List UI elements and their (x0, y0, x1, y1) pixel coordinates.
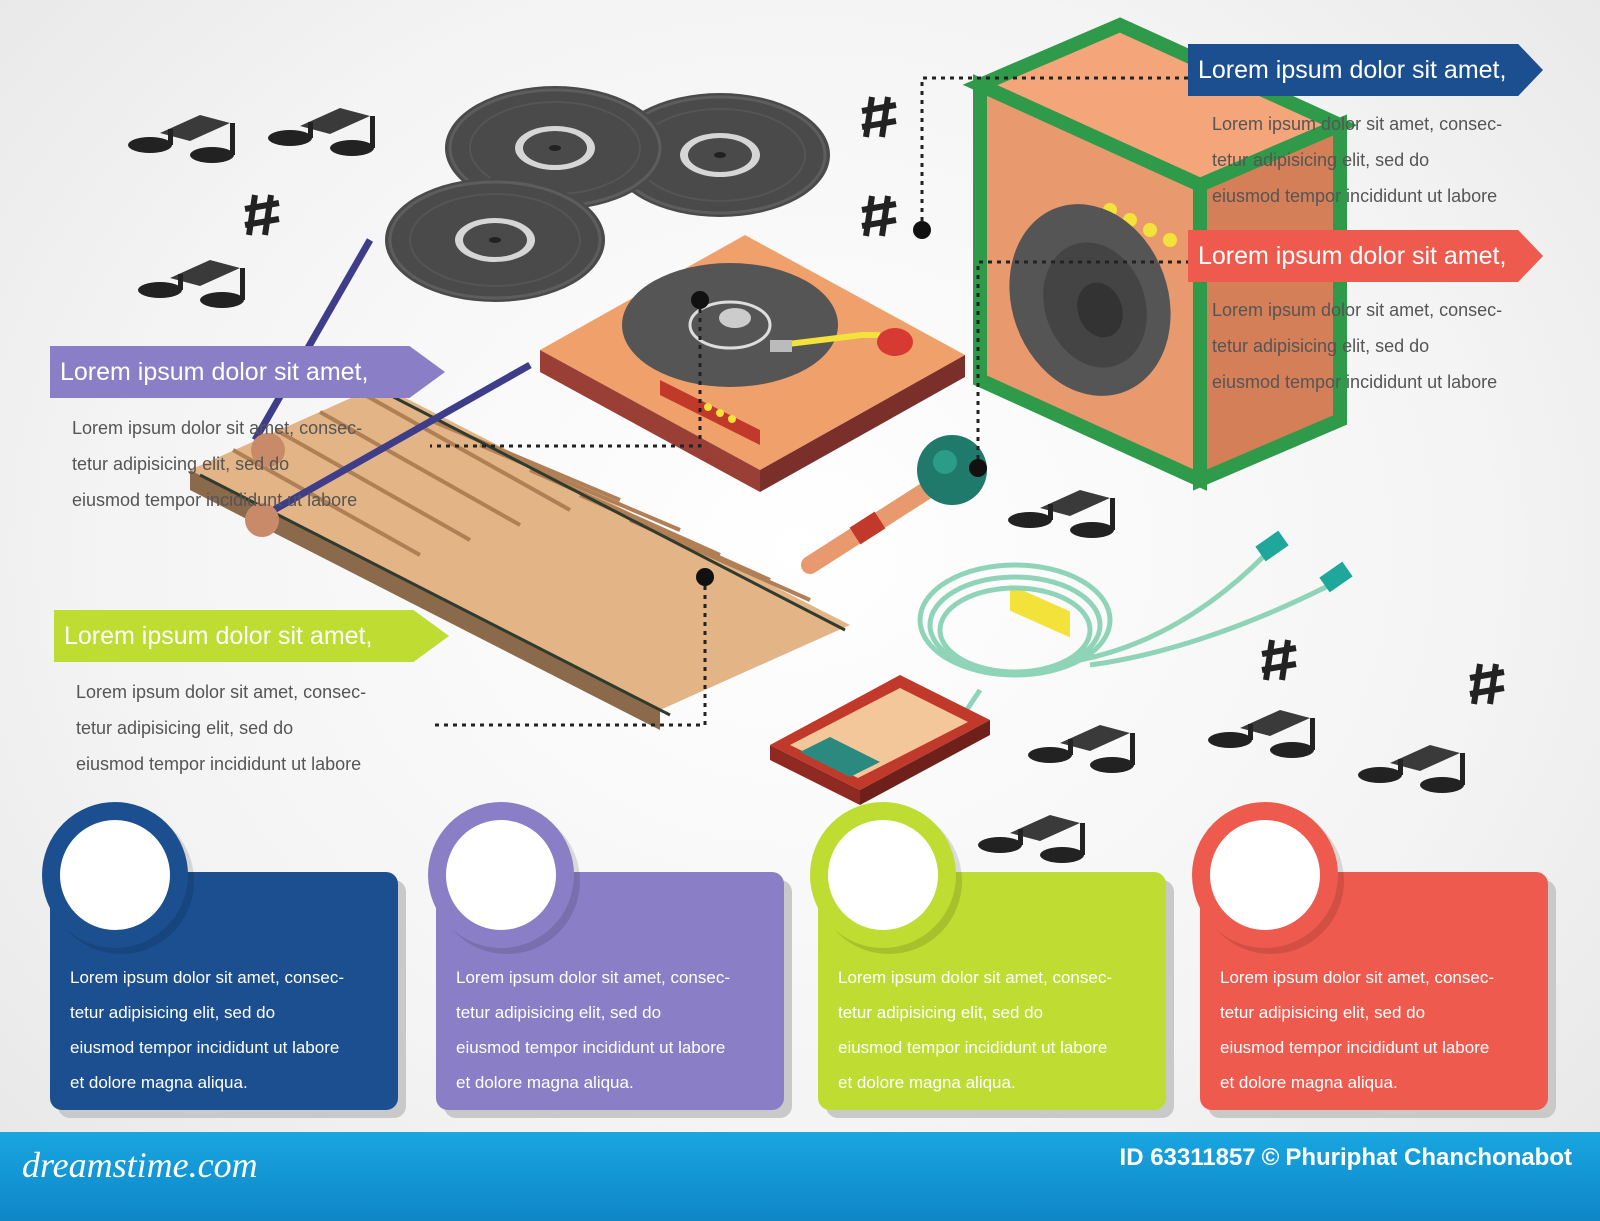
author-name: Phuriphat Chanchonabot (1285, 1144, 1572, 1171)
callout-banner-blue: Lorem ipsum dolor sit amet, (1188, 44, 1543, 96)
callout-banner-red: Lorem ipsum dolor sit amet, (1188, 230, 1543, 282)
card-text: Lorem ipsum dolor sit amet, consec- tetu… (456, 960, 730, 1100)
callout-line: Lorem ipsum dolor sit amet, consec- (1212, 114, 1503, 134)
card-line: et dolore magna aliqua. (1220, 1073, 1398, 1092)
audio-interface-icon (770, 675, 990, 805)
card-line: eiusmod tempor incididunt ut labore (70, 1038, 340, 1057)
leader-dots (691, 221, 987, 586)
card-line: et dolore magna aliqua. (838, 1073, 1016, 1092)
card-text: Lorem ipsum dolor sit amet, consec- tetu… (1220, 960, 1494, 1100)
music-note-icon (1208, 710, 1315, 758)
sharp-icon (862, 196, 896, 236)
music-note-icon (138, 260, 245, 308)
card-circle (428, 802, 574, 948)
callout-banner-purple: Lorem ipsum dolor sit amet, (50, 346, 445, 398)
xylophone-icon (190, 238, 850, 730)
info-card-red: Lorem ipsum dolor sit amet, consec- tetu… (1192, 802, 1548, 1110)
callout-text-lime: Lorem ipsum dolor sit amet, consec- tetu… (76, 674, 366, 782)
callout-line: Lorem ipsum dolor sit amet, consec- (76, 682, 367, 702)
callout-text-red: Lorem ipsum dolor sit amet, consec- tetu… (1212, 292, 1502, 400)
card-circle (42, 802, 188, 948)
vinyl-record-icon (383, 176, 607, 304)
callout-text-blue: Lorem ipsum dolor sit amet, consec- tetu… (1212, 106, 1502, 214)
cable-plug (1319, 561, 1353, 593)
card-line: Lorem ipsum dolor sit amet, consec- (838, 968, 1112, 987)
music-note-icon (268, 108, 375, 156)
leader-lines (430, 76, 1188, 727)
info-card-lime: Lorem ipsum dolor sit amet, consec- tetu… (810, 802, 1166, 1110)
sharp-icon (245, 195, 279, 235)
callout-banner-lime: Lorem ipsum dolor sit amet, (54, 610, 449, 662)
info-card-blue: Lorem ipsum dolor sit amet, consec- tetu… (42, 802, 398, 1110)
copyright-icon: © (1261, 1144, 1280, 1171)
card-line: tetur adipisicing elit, sed do (456, 1003, 662, 1022)
sharp-icon (862, 97, 896, 137)
card-line: Lorem ipsum dolor sit amet, consec- (1220, 968, 1494, 987)
card-line: tetur adipisicing elit, sed do (838, 1003, 1044, 1022)
music-note-icon (1008, 490, 1115, 538)
card-text: Lorem ipsum dolor sit amet, consec- tetu… (838, 960, 1112, 1100)
callout-line: tetur adipisicing elit, sed do (72, 454, 290, 474)
callout-text-purple: Lorem ipsum dolor sit amet, consec- tetu… (72, 410, 362, 518)
callout-line: Lorem ipsum dolor sit amet, consec- (72, 418, 363, 438)
info-card-purple: Lorem ipsum dolor sit amet, consec- tetu… (428, 802, 784, 1110)
music-note-icon (1028, 725, 1135, 773)
music-note-icon (1358, 745, 1465, 793)
footer-credit: ID 63311857©Phuriphat Chanchonabot (1120, 1144, 1572, 1172)
callout-line: eiusmod tempor incididunt ut labore (1212, 186, 1498, 206)
card-line: eiusmod tempor incididunt ut labore (838, 1038, 1108, 1057)
card-line: eiusmod tempor incididunt ut labore (456, 1038, 726, 1057)
card-circle (1192, 802, 1338, 948)
card-line: Lorem ipsum dolor sit amet, consec- (456, 968, 730, 987)
footer-bar: dreamstime.com ID 63311857©Phuriphat Cha… (0, 1132, 1600, 1221)
callout-line: eiusmod tempor incididunt ut labore (1212, 372, 1498, 392)
cable-icon (917, 553, 1332, 722)
card-circle (810, 802, 956, 948)
card-text: Lorem ipsum dolor sit amet, consec- tetu… (70, 960, 344, 1100)
footer-brand[interactable]: dreamstime.com (22, 1145, 258, 1185)
callout-line: tetur adipisicing elit, sed do (1212, 336, 1430, 356)
card-line: tetur adipisicing elit, sed do (1220, 1003, 1426, 1022)
sharp-icon (1470, 664, 1504, 704)
callout-line: tetur adipisicing elit, sed do (76, 718, 294, 738)
sharp-icon (1262, 640, 1296, 680)
card-line: Lorem ipsum dolor sit amet, consec- (70, 968, 344, 987)
turntable-icon (540, 235, 965, 492)
card-line: eiusmod tempor incididunt ut labore (1220, 1038, 1490, 1057)
callout-line: eiusmod tempor incididunt ut labore (72, 490, 358, 510)
cable-plug (1255, 530, 1289, 562)
image-id: ID 63311857 (1119, 1144, 1256, 1171)
callout-line: tetur adipisicing elit, sed do (1212, 150, 1430, 170)
callout-line: Lorem ipsum dolor sit amet, consec- (1212, 300, 1503, 320)
microphone-icon (801, 435, 987, 574)
card-line: tetur adipisicing elit, sed do (70, 1003, 276, 1022)
music-note-icon (128, 115, 235, 163)
music-note-icon (978, 815, 1085, 863)
callout-line: eiusmod tempor incididunt ut labore (76, 754, 362, 774)
card-line: et dolore magna aliqua. (456, 1073, 634, 1092)
card-line: et dolore magna aliqua. (70, 1073, 248, 1092)
speaker-icon (962, 17, 1358, 638)
